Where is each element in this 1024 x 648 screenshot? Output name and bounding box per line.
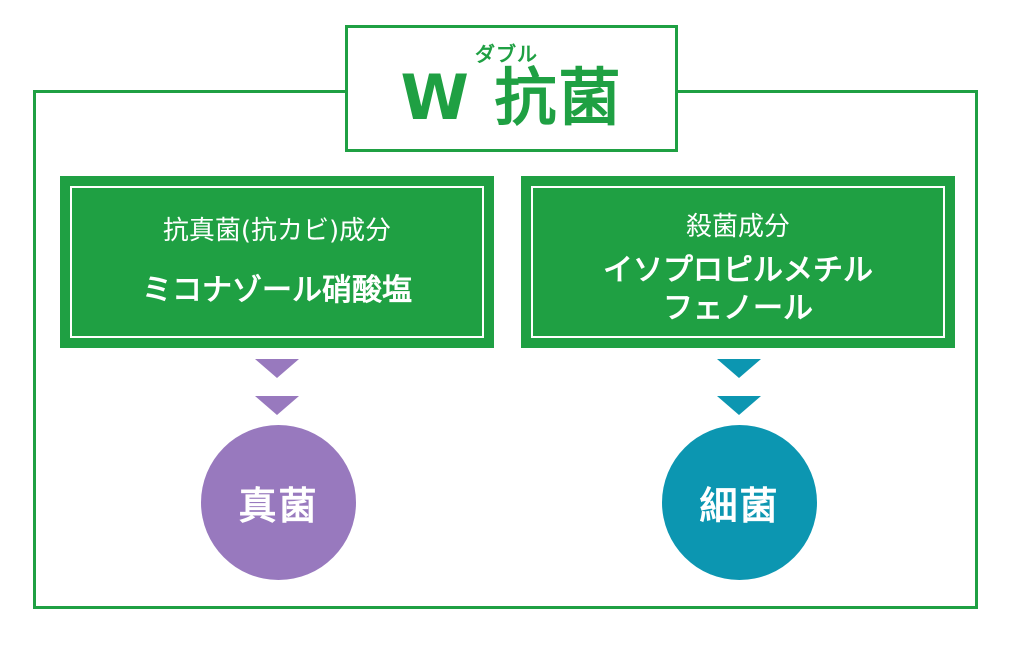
down-arrow-icon <box>255 359 299 378</box>
down-arrow-icon <box>255 396 299 415</box>
down-arrow-icon <box>717 359 761 378</box>
ingredient-name-line-2: フェノール <box>663 291 813 326</box>
down-arrow-icon <box>717 396 761 415</box>
bactericidal-ingredient-box: 殺菌成分 イソプロピルメチル フェノール <box>521 176 955 348</box>
page-title: W 抗菌 <box>400 61 623 134</box>
ingredient-category-label: 抗真菌(抗カビ)成分 <box>162 216 392 246</box>
ingredient-name: ミコナゾール硝酸塩 <box>142 273 412 308</box>
ingredient-inner-border: 殺菌成分 イソプロピルメチル フェノール <box>531 186 945 338</box>
antifungal-ingredient-box: 抗真菌(抗カビ)成分 ミコナゾール硝酸塩 <box>60 176 494 348</box>
outer-frame <box>33 90 978 609</box>
title-ruby: ダブル <box>475 42 538 66</box>
target-bacteria-circle: 細菌 <box>662 425 817 580</box>
target-fungi-circle: 真菌 <box>201 425 356 580</box>
ingredient-category-label: 殺菌成分 <box>685 212 790 242</box>
ingredient-name-line-1: イソプロピルメチル <box>603 253 873 288</box>
title-box: ダブル W 抗菌 <box>345 25 678 152</box>
ingredient-inner-border: 抗真菌(抗カビ)成分 ミコナゾール硝酸塩 <box>70 186 484 338</box>
